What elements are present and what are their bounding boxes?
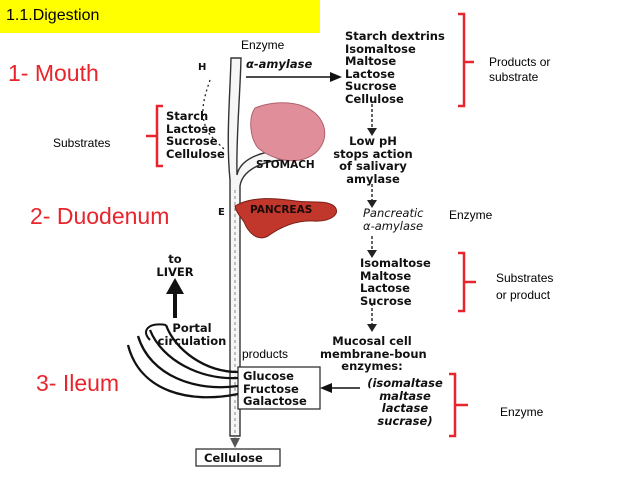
list-item: lactase bbox=[381, 401, 429, 415]
flow-arrow-4-head bbox=[367, 324, 377, 332]
portal-circulation-label: Portal circulation bbox=[157, 321, 227, 348]
annotation-enzyme-bottom: Enzyme bbox=[500, 405, 544, 419]
list-item: Starch bbox=[166, 109, 209, 123]
portal-curve-2 bbox=[148, 329, 239, 380]
monosaccharide-box bbox=[237, 366, 321, 410]
list-item: sucrase) bbox=[377, 413, 433, 428]
list-item: Galactose bbox=[243, 394, 307, 408]
portal-curve-4 bbox=[126, 344, 239, 399]
mucosal-arrow-head bbox=[320, 383, 332, 393]
portal-curve-3 bbox=[136, 335, 239, 389]
flow-arrow-1-head bbox=[367, 128, 377, 136]
title-banner bbox=[0, 0, 320, 33]
annotation-enzyme-mid: Enzyme bbox=[449, 208, 493, 222]
stomach-shape bbox=[250, 102, 326, 162]
portal-loop bbox=[145, 323, 167, 341]
bracket-mucosal-enzymes bbox=[449, 372, 468, 438]
bracket-mouth-substrates bbox=[146, 104, 163, 168]
list-item: Lactose bbox=[166, 121, 216, 136]
label-pancreas: PANCREAS bbox=[250, 204, 313, 216]
tube-arrow-head bbox=[230, 438, 240, 448]
annotation-substrates: Substrates bbox=[53, 136, 111, 150]
list-item: maltase bbox=[379, 388, 431, 403]
page-title: 1.1.Digestion bbox=[6, 7, 100, 24]
flow-arrow-2-head bbox=[367, 200, 377, 208]
list-item: Cellulose bbox=[166, 146, 225, 161]
label-h: H bbox=[198, 62, 207, 73]
pancreatic-amylase-label: Pancreatic α-amylase bbox=[363, 206, 424, 233]
list-item: (isomaltase bbox=[367, 376, 443, 390]
mucosal-enzymes-label: Mucosal cell membrane-boun enzymes: bbox=[320, 334, 427, 373]
region-label-mouth: 1- Mouth bbox=[8, 60, 99, 86]
annotation-products-or-substrate: Products or substrate bbox=[489, 55, 551, 84]
liver-arrow-head bbox=[166, 278, 184, 294]
list-item: Lactose bbox=[360, 281, 410, 295]
region-label-ileum: 3- Ileum bbox=[36, 370, 120, 396]
list-item: Lactose bbox=[345, 66, 395, 81]
annotation-substrates-or-product: Substrates or product bbox=[496, 271, 554, 302]
label-stomach: STOMACH bbox=[256, 159, 315, 171]
low-ph-note: Low pH stops action of salivary amylase bbox=[333, 134, 413, 186]
list-item: Fructose bbox=[243, 381, 299, 396]
mouth-substrates-list: Starch Lactose Sucrose Cellulose bbox=[166, 110, 225, 160]
label-cellulose-bottom: Cellulose bbox=[204, 451, 263, 465]
label-alpha-amylase: α-amylase bbox=[246, 57, 313, 71]
annotation-enzyme-top: Enzyme bbox=[241, 38, 285, 52]
list-item: Isomaltose bbox=[360, 256, 431, 270]
to-liver-label: to LIVER bbox=[156, 252, 194, 279]
mouth-dotted-path bbox=[202, 79, 226, 151]
bracket-mid-list bbox=[458, 251, 476, 313]
mucosal-enzymes-list: (isomaltase maltase lactase sucrase) bbox=[362, 377, 448, 427]
list-item: Sucrose bbox=[345, 79, 397, 93]
label-e: E bbox=[218, 207, 225, 218]
annotation-products: products bbox=[242, 347, 289, 361]
bracket-top-products bbox=[458, 12, 474, 108]
list-item: Maltose bbox=[345, 54, 397, 68]
list-item: Glucose bbox=[243, 369, 294, 383]
mid-list: Isomaltose Maltose Lactose Sucrose bbox=[360, 257, 431, 307]
list-item: Isomaltose bbox=[345, 41, 416, 56]
top-products-list: Starch dextrins Isomaltose Maltose Lacto… bbox=[345, 30, 455, 105]
region-label-duodenum: 2- Duodenum bbox=[30, 203, 170, 229]
monosaccharides-list: Glucose Fructose Galactose bbox=[243, 370, 307, 408]
list-item: Sucrose bbox=[360, 293, 412, 308]
list-item: Starch dextrins bbox=[345, 30, 445, 43]
list-item: Cellulose bbox=[345, 91, 404, 105]
list-item: Maltose bbox=[360, 268, 412, 283]
portal-curve-1 bbox=[164, 324, 239, 374]
pancreas-shape bbox=[234, 198, 337, 239]
flow-arrow-3-head bbox=[367, 250, 377, 258]
cellulose-box bbox=[195, 448, 281, 467]
amylase-arrow-head bbox=[330, 72, 342, 82]
list-item: Sucrose bbox=[166, 134, 218, 148]
